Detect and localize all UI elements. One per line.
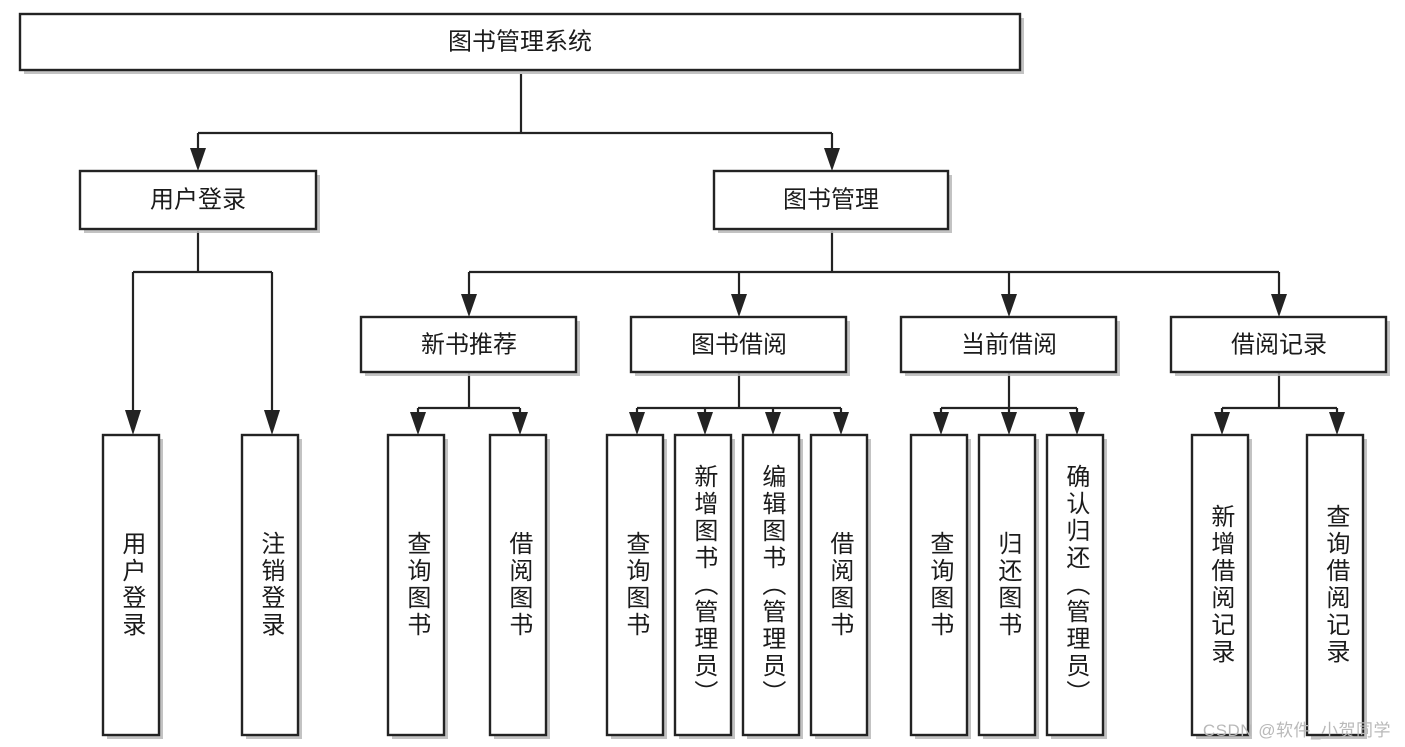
book-management-label: 图书管理 <box>783 186 879 213</box>
leaf-logout-box[interactable] <box>240 433 300 737</box>
new-book-recommend-label: 新书推荐 <box>421 331 517 358</box>
leaf-boxes-group <box>101 433 1367 739</box>
arrow-current-borrow <box>1001 294 1017 317</box>
current-borrow-label: 当前借阅 <box>961 331 1057 358</box>
arrow-borrow-record <box>1271 294 1287 317</box>
csdn-watermark: CSDN @软件_小贺同学 <box>1202 721 1391 740</box>
book-borrow-label: 图书借阅 <box>691 331 787 358</box>
arrow-leaf-borrow-book-1 <box>512 412 528 435</box>
arrow-book-management <box>824 148 840 171</box>
user-login-label: 用户登录 <box>150 186 246 213</box>
nodes-group: 图书管理系统 用户登录 图书管理 新书推荐 <box>18 12 1390 739</box>
arrow-leaf-borrow-book-2 <box>833 412 849 435</box>
arrow-leaf-user-login <box>125 410 141 435</box>
book-borrow-box[interactable] <box>629 315 848 374</box>
arrow-leaf-query-book-3 <box>933 412 949 435</box>
arrow-leaf-logout <box>264 410 280 435</box>
leaf-user-login-box[interactable] <box>101 433 161 737</box>
node-user-login[interactable]: 用户登录 <box>78 169 320 233</box>
root-label: 图书管理系统 <box>448 28 592 55</box>
leaf-query-book-3-box[interactable] <box>909 433 969 737</box>
arrow-new-book-recommend <box>461 294 477 317</box>
leaf-add-record-box[interactable] <box>1190 433 1250 737</box>
leaf-borrow-book-2-box[interactable] <box>809 433 869 737</box>
leaf-query-record-box[interactable] <box>1305 433 1365 737</box>
leaf-add-book-box[interactable] <box>673 433 733 737</box>
node-book-management[interactable]: 图书管理 <box>712 169 952 233</box>
arrow-leaf-query-record <box>1329 412 1345 435</box>
user-login-box[interactable] <box>78 169 318 231</box>
connectors-group <box>125 74 1345 435</box>
arrow-leaf-add-book <box>697 412 713 435</box>
leaf-borrow-book-1-box[interactable] <box>488 433 548 737</box>
node-book-borrow[interactable]: 图书借阅 <box>629 315 850 376</box>
current-borrow-box[interactable] <box>899 315 1118 374</box>
arrow-book-borrow <box>731 294 747 317</box>
leaf-confirm-return-box[interactable] <box>1045 433 1105 737</box>
borrow-record-box[interactable] <box>1169 315 1388 374</box>
arrow-leaf-confirm-return <box>1069 412 1085 435</box>
arrow-leaf-add-record <box>1214 412 1230 435</box>
root-box[interactable] <box>18 12 1022 72</box>
book-management-box[interactable] <box>712 169 950 231</box>
arrow-user-login <box>190 148 206 171</box>
arrow-leaf-return-book <box>1001 412 1017 435</box>
borrow-record-label: 借阅记录 <box>1231 331 1327 358</box>
leaf-query-book-1-box[interactable] <box>386 433 446 737</box>
new-book-recommend-box[interactable] <box>359 315 578 374</box>
arrow-leaf-edit-book <box>765 412 781 435</box>
arrow-leaf-query-book-2 <box>629 412 645 435</box>
node-new-book-recommend[interactable]: 新书推荐 <box>359 315 580 376</box>
leaf-query-book-2-box[interactable] <box>605 433 665 737</box>
leaf-edit-book-box[interactable] <box>741 433 801 737</box>
leaf-return-book-box[interactable] <box>977 433 1037 737</box>
node-root[interactable]: 图书管理系统 <box>18 12 1024 74</box>
arrow-leaf-query-book-1 <box>410 412 426 435</box>
node-current-borrow[interactable]: 当前借阅 <box>899 315 1120 376</box>
node-borrow-record[interactable]: 借阅记录 <box>1169 315 1390 376</box>
